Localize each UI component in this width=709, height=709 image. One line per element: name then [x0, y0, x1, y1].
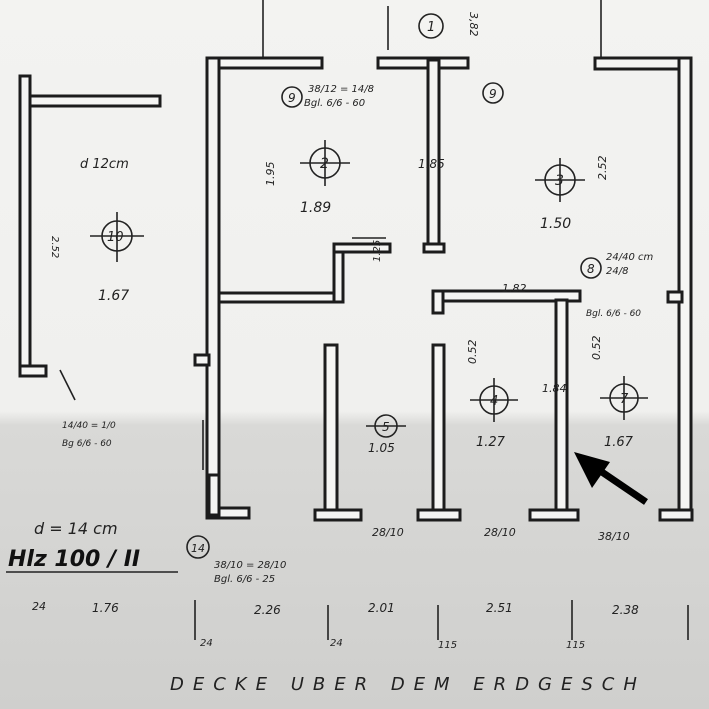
wall [18, 94, 162, 108]
dim-label: 0.52 [466, 340, 479, 365]
room-number: 4 [490, 394, 498, 409]
room-number: 5 [382, 420, 390, 434]
axis-dim: 2.01 [368, 601, 395, 615]
wall [431, 289, 445, 315]
wall [666, 290, 684, 304]
beam-note: Bgl. 6/6 - 60 [586, 309, 641, 319]
wall [554, 298, 569, 515]
room-marker-4: 4 1.27 [470, 378, 518, 450]
bottom-dim: 28/10 [372, 526, 404, 539]
room-label: 1.67 [98, 288, 129, 304]
beam-note: 24/40 cm [606, 252, 653, 263]
dim-label: 1.25 [372, 240, 383, 262]
axis-sub: 115 [438, 640, 457, 651]
wall [205, 56, 221, 520]
drawing-title: DECKE UBER DEM ERDGESCH [170, 674, 646, 695]
room-number: 2 [320, 156, 329, 172]
beam-note: 38/12 = 14/8 [308, 84, 374, 95]
dim-label: 1.95 [264, 162, 277, 187]
bottom-dim: 38/10 [598, 530, 630, 543]
wall [18, 364, 48, 378]
bottom-dim: 28/10 [484, 526, 516, 539]
axis-dim: 2.51 [486, 601, 513, 615]
room-marker-2: 2 1.89 [300, 140, 350, 216]
axis-dim: 1.76 [92, 601, 119, 615]
wall [422, 242, 446, 254]
axis-dim: 2.26 [254, 603, 281, 617]
svg-text:8: 8 [587, 262, 595, 276]
material-grade: Hlz 100 / II [8, 547, 140, 572]
arrow-annotation [574, 452, 648, 505]
wall [593, 56, 689, 71]
wall [217, 291, 345, 304]
axis-dim: 2.38 [612, 603, 639, 617]
wall [205, 506, 251, 520]
wall [313, 508, 363, 522]
axis-dim: 24 [32, 600, 46, 613]
wall [18, 74, 32, 378]
svg-text:9: 9 [489, 87, 497, 101]
room-label: 1.67 [604, 435, 634, 450]
dim-label: 1.85 [418, 157, 445, 171]
dimension-ticks [59, 6, 689, 640]
wall [528, 508, 580, 522]
wall [677, 56, 693, 522]
room-number: 7 [620, 392, 629, 407]
slab-note: d 12cm [80, 157, 129, 172]
beam-note: 24/8 [606, 266, 628, 277]
beam-marker: 9 [482, 82, 504, 104]
wall [323, 343, 339, 515]
wall [205, 56, 324, 70]
beam-note: Bgl. 6/6 - 25 [214, 574, 275, 585]
wall [193, 353, 211, 367]
beam-marker: 14 [186, 535, 210, 559]
wall [426, 58, 441, 254]
wall [431, 343, 446, 515]
beam-marker: 9 [281, 86, 303, 108]
wall [332, 242, 392, 254]
beam-note: Bg 6/6 - 60 [62, 439, 112, 449]
room-number: 3 [555, 173, 564, 189]
beam-note: 38/10 = 28/10 [214, 560, 286, 571]
axis-sub: 115 [566, 640, 585, 651]
dim-label: 2.52 [596, 156, 609, 181]
room-marker-5: 5 1.05 [366, 414, 406, 455]
room-marker-3: 3 1.50 [535, 158, 585, 232]
svg-text:9: 9 [288, 91, 296, 105]
wall [207, 473, 221, 517]
room-label: 1.05 [368, 441, 395, 455]
dim-label: 1.82 [502, 282, 527, 295]
dim-label: 2.52 [49, 236, 60, 258]
beam-marker: 8 [580, 257, 602, 279]
beam-note: 14/40 = 1/0 [62, 421, 116, 431]
wall [376, 56, 470, 70]
room-label: 1.50 [540, 216, 571, 232]
beam-note: Bgl. 6/6 - 60 [304, 98, 365, 109]
dim-label: 1.84 [542, 382, 567, 395]
room-number: 10 [107, 230, 124, 245]
room-marker-7: 7 1.67 [600, 376, 648, 450]
dim-label: 0.52 [590, 336, 603, 361]
svg-text:14: 14 [191, 542, 205, 555]
axis-sub: 24 [200, 638, 213, 649]
room-marker-10: 10 1.67 [90, 212, 144, 304]
wall [416, 508, 462, 522]
room-number: 1 [427, 20, 435, 35]
slab-thickness: d = 14 cm [34, 519, 118, 538]
room-label: 1.27 [476, 435, 506, 450]
room-label: 3,82 [467, 12, 480, 37]
room-marker-1: 1 3,82 [418, 12, 480, 39]
axis-sub: 24 [330, 638, 343, 649]
wall [658, 508, 694, 522]
room-label: 1.89 [300, 200, 331, 216]
